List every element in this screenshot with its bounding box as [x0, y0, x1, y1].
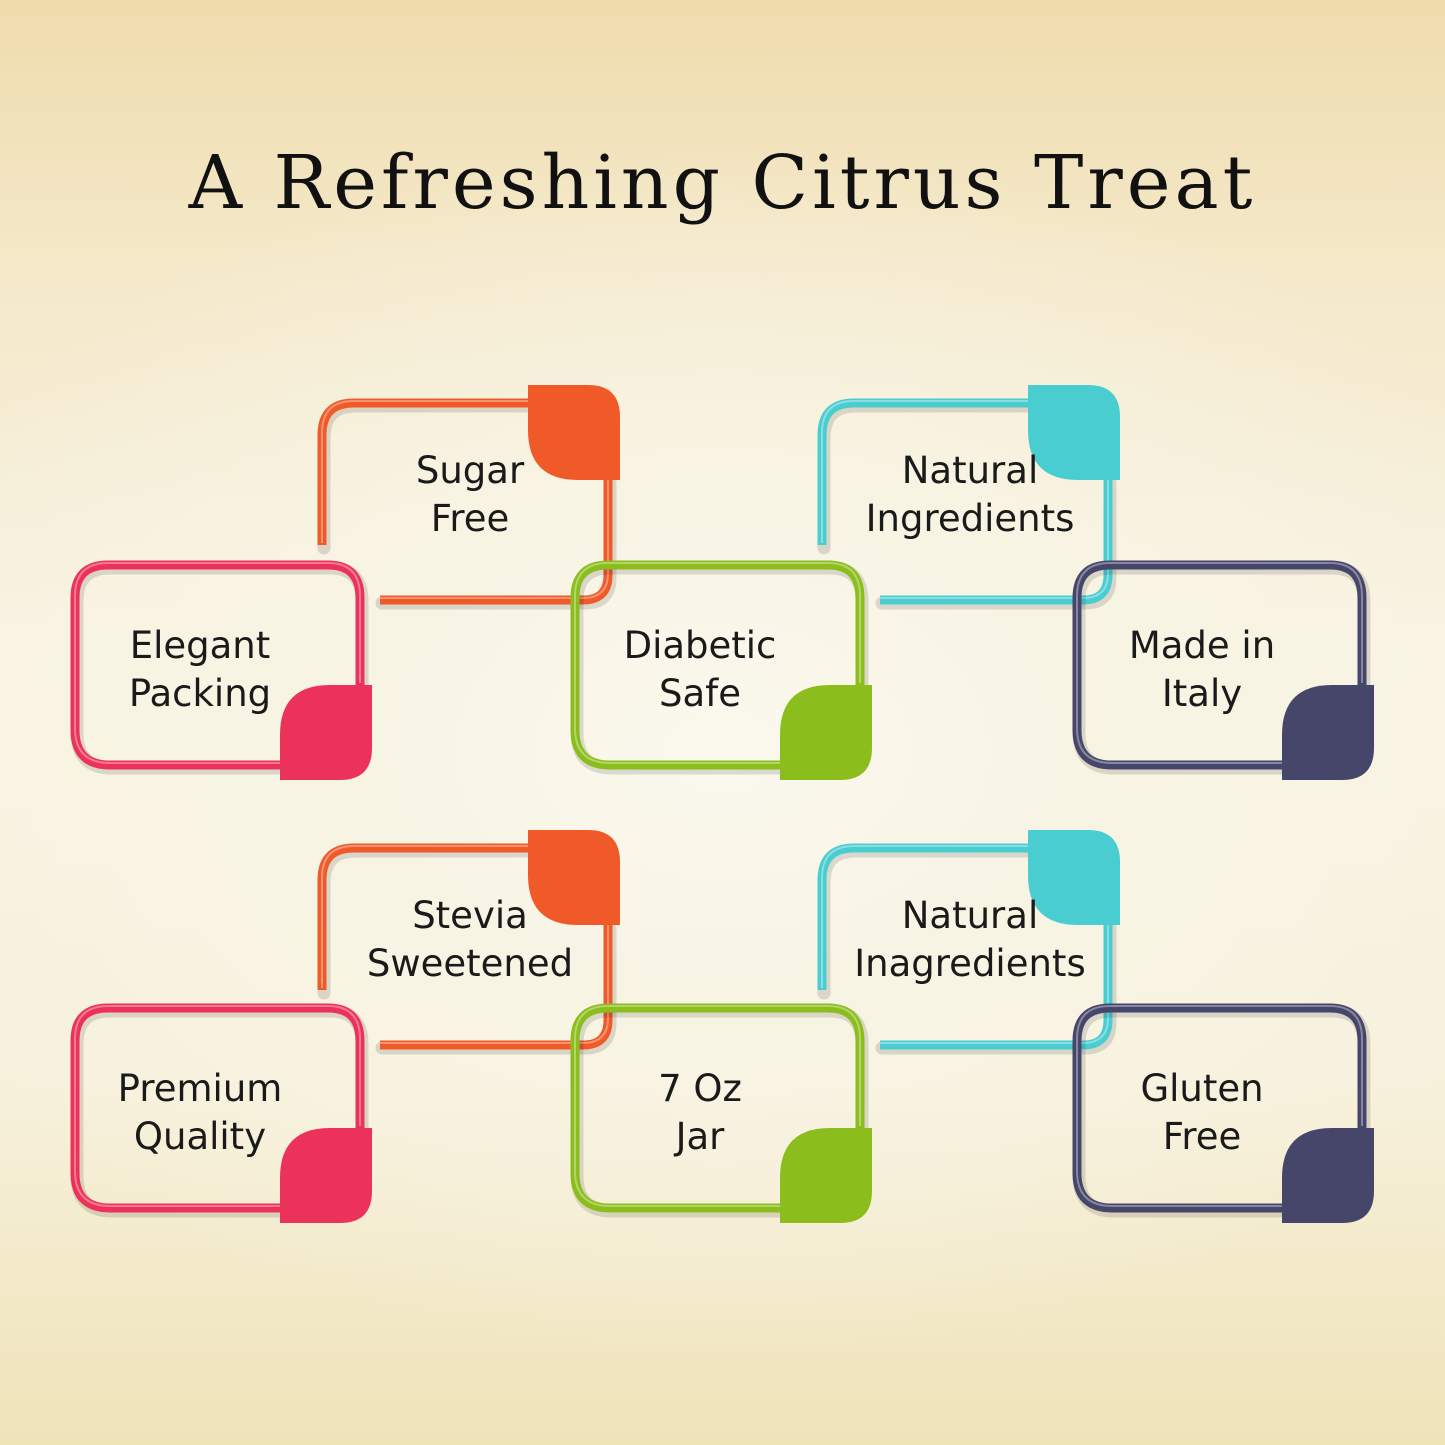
feature-card-stevia-sweetened: Stevia Sweetened — [317, 830, 620, 1055]
frame-outline — [570, 1003, 865, 1213]
card-frame-icon — [817, 830, 1120, 1055]
frame-highlight — [574, 1005, 861, 1207]
corner-leaf-icon — [280, 685, 372, 780]
feature-card-elegant-packing: Elegant Packing — [70, 560, 372, 780]
frame-outline — [317, 843, 613, 1050]
frame-outline — [817, 398, 1113, 605]
frame-outline — [570, 560, 865, 770]
frame-outline — [1072, 560, 1367, 770]
feature-label: Sugar Free — [415, 448, 525, 540]
card-frame-icon — [817, 385, 1120, 610]
frame-highlight — [821, 845, 1109, 1044]
feature-card-gluten-free: Gluten Free — [1072, 1003, 1374, 1223]
corner-leaf-icon — [528, 385, 620, 480]
corner-leaf-icon — [1028, 830, 1120, 925]
feature-card-sugar-free: Sugar Free — [317, 385, 620, 610]
feature-label: Natural Ingredients — [865, 448, 1075, 540]
feature-label: Made in Italy — [1128, 623, 1276, 715]
corner-leaf-icon — [1028, 385, 1120, 480]
frame-highlight — [1076, 562, 1363, 764]
feature-card-made-in-italy: Made in Italy — [1072, 560, 1374, 780]
card-frame-icon — [1072, 1003, 1374, 1223]
frame-highlight — [321, 845, 609, 1044]
corner-leaf-icon — [780, 1128, 872, 1223]
feature-card-7-oz-jar: 7 Oz Jar — [570, 1003, 872, 1223]
feature-card-diabetic-safe: Diabetic Safe — [570, 560, 872, 780]
card-frame-icon — [1072, 560, 1374, 780]
feature-label: Diabetic Safe — [623, 623, 777, 715]
feature-label: Natural Inagredients — [854, 893, 1086, 985]
feature-label: Elegant Packing — [128, 623, 272, 715]
frame-highlight — [74, 562, 361, 764]
card-frame-icon — [70, 560, 372, 780]
feature-label: Stevia Sweetened — [366, 893, 574, 985]
corner-leaf-icon — [1282, 1128, 1374, 1223]
frame-highlight — [74, 1005, 361, 1207]
card-frame-icon — [317, 385, 620, 610]
frame-highlight — [574, 562, 861, 764]
frame-outline — [1072, 1003, 1367, 1213]
card-frame-icon — [570, 1003, 872, 1223]
frame-highlight — [821, 400, 1109, 599]
feature-label: Premium Quality — [117, 1066, 283, 1158]
frame-highlight — [1076, 1005, 1363, 1207]
corner-leaf-icon — [1282, 685, 1374, 780]
frame-outline — [317, 398, 613, 605]
frame-highlight — [321, 400, 609, 599]
frame-outline — [817, 843, 1113, 1050]
frame-outline — [70, 560, 365, 770]
corner-leaf-icon — [280, 1128, 372, 1223]
feature-label: 7 Oz Jar — [658, 1066, 742, 1158]
card-frame-icon — [317, 830, 620, 1055]
corner-leaf-icon — [780, 685, 872, 780]
card-frame-icon — [570, 560, 872, 780]
feature-card-natural-inagredients: Natural Inagredients — [817, 830, 1120, 1055]
feature-card-premium-quality: Premium Quality — [70, 1003, 372, 1223]
page-title: A Refreshing Citrus Treat — [188, 140, 1257, 226]
corner-leaf-icon — [528, 830, 620, 925]
feature-label: Gluten Free — [1140, 1066, 1264, 1158]
feature-card-natural-ingredients: Natural Ingredients — [817, 385, 1120, 610]
card-frame-icon — [70, 1003, 372, 1223]
frame-outline — [70, 1003, 365, 1213]
